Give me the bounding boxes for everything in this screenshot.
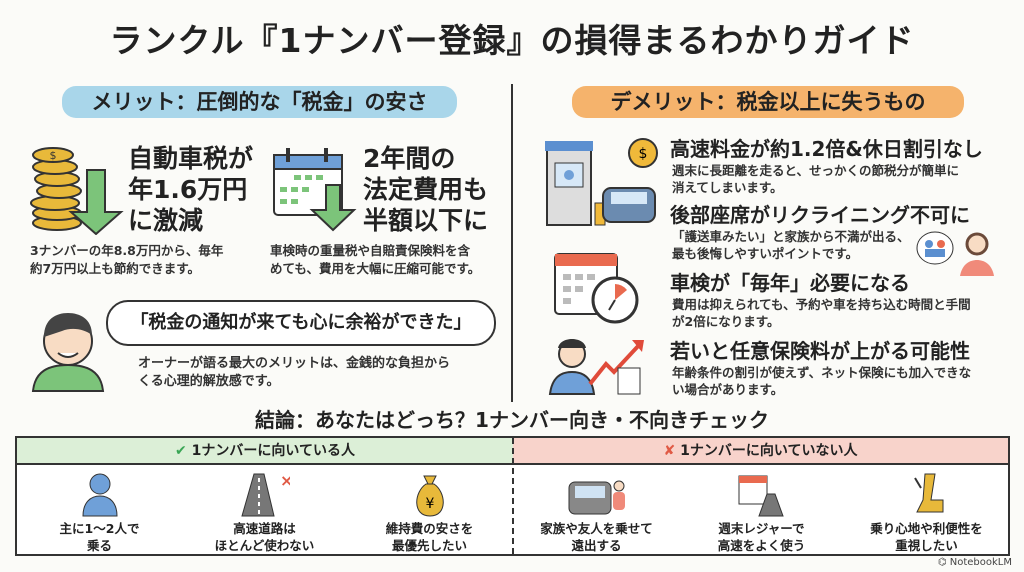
line: 最優先したい (391, 538, 467, 553)
notebooklm-logo-icon: ⌬ (937, 557, 950, 568)
demerit-heading: デメリット：税金以上に失うもの (572, 86, 964, 118)
brand-label: NotebookLM (949, 557, 1012, 568)
line: 「護送車みたい」と家族から不満が出る、 (672, 229, 910, 244)
demerit-title: 車検が「毎年」必要になる (670, 271, 910, 295)
single-person-icon (81, 473, 118, 517)
svg-text:×: × (280, 472, 290, 490)
demerit-title: 後部座席がリクライニング不可に (670, 203, 970, 227)
suited-header-label: 1ナンバーに向いている人 (191, 443, 355, 459)
line: オーナーが語る最大のメリットは、金銭的な負担から (138, 356, 451, 371)
family-car-icon (568, 480, 625, 515)
insurance-rise-icon (548, 339, 644, 395)
demerit-desc: 「護送車みたい」と家族から不満が出る、最も後悔しやすいポイントです。 (672, 228, 917, 262)
line: 消えてしまいます。 (672, 180, 783, 195)
line: 維持費の安さを (385, 521, 474, 536)
dashed-divider (512, 438, 514, 554)
conclusion-title: 結論：あなたはどっち？1ナンバー向き・不向きチェック (255, 408, 769, 432)
line: 車検時の重量税や自賠責保険料を含 (270, 243, 471, 258)
line: い場合があります。 (672, 382, 784, 397)
car-seat-icon (913, 473, 943, 513)
line: 家族や友人を乗せて (540, 521, 653, 536)
quote-caption: オーナーが語る最大のメリットは、金銭的な負担から くる心理的解放感です。 (138, 355, 450, 391)
demerit-title: 若いと任意保険料が上がる可能性 (670, 339, 970, 363)
page-title: ランクル『1ナンバー登録』の損得まるわかりガイド (109, 21, 915, 60)
line: 主に1〜2人で (59, 521, 140, 536)
yen-money-bag-icon: ¥ (415, 475, 444, 517)
unsuited-header: ✘ 1ナンバーに向いていない人 (513, 438, 1008, 465)
line: 高速をよく使う (717, 538, 806, 553)
line: 約7万円以上も節約できます。 (30, 261, 200, 276)
check-icon: ✔ (175, 443, 192, 459)
merit-item1-title: 自動車税が 年1.6万円 に激減 (128, 143, 253, 236)
suited-item: 主に1〜2人で乗る (17, 468, 182, 554)
toll-booth-icon: $ (545, 138, 658, 226)
unsuited-header-label: 1ナンバーに向いていない人 (680, 443, 858, 459)
line: めても、費用を大幅に圧縮可能です。 (270, 261, 481, 276)
line: 週末に長距離を走ると、せっかくの節税分が簡単に (672, 163, 960, 178)
line: 週末レジャーで (718, 521, 805, 536)
family-complaint-icon (916, 231, 994, 276)
unsuited-item: 乗り心地や利便性を重視したい (844, 468, 1009, 554)
cross-icon: ✘ (663, 443, 681, 459)
weekend-highway-icon (738, 475, 784, 517)
unsuited-item: 週末レジャーで高速をよく使う (679, 468, 844, 554)
line: 自動車税が (128, 144, 254, 173)
svg-text:$: $ (639, 146, 648, 162)
line: ほとんど使わない (214, 538, 315, 553)
calendar-stopwatch-icon (554, 253, 639, 324)
line: 半額以下に (363, 206, 489, 235)
line: 法定費用も (363, 175, 489, 204)
line: に激減 (128, 206, 204, 235)
merit-item2-title: 2年間の 法定費用も 半額以下に (363, 143, 488, 236)
smiling-owner-avatar-icon (31, 313, 105, 392)
line: 年1.6万円 (128, 175, 248, 204)
quote-bubble: 「税金の通知が来ても心に余裕ができた」 (106, 300, 496, 346)
line: 乗る (86, 538, 112, 553)
coins-down-icon: $ (30, 147, 124, 235)
line: 2年間の (363, 144, 456, 173)
merit-item1-desc: 3ナンバーの年8.8万円から、毎年 約7万円以上も節約できます。 (30, 242, 223, 278)
line: 高速道路は (233, 521, 296, 536)
merit-item2-desc: 車検時の重量税や自賠責保険料を含 めても、費用を大幅に圧縮可能です。 (270, 242, 480, 278)
line: が2倍になります。 (672, 314, 780, 329)
line: 遠出する (571, 538, 622, 553)
unsuited-item: 家族や友人を乗せて遠出する (514, 468, 679, 554)
line: 費用は抑えられても、予約や車を持ち込む時間と手間 (672, 297, 971, 312)
line: くる心理的解放感です。 (138, 374, 280, 389)
demerit-title: 高速料金が約1.2倍&休日割引なし (670, 137, 983, 161)
suited-header: ✔ 1ナンバーに向いている人 (17, 438, 513, 465)
calendar-down-icon (273, 148, 357, 232)
demerit-desc: 週末に長距離を走ると、せっかくの節税分が簡単に消えてしまいます。 (672, 162, 972, 196)
suited-item: × 高速道路はほとんど使わない (182, 468, 347, 554)
demerit-desc: 年齢条件の割引が使えず、ネット保険にも加入できない場合があります。 (672, 364, 972, 398)
line: 年齢条件の割引が使えず、ネット保険にも加入できな (672, 365, 972, 380)
svg-text:$: $ (50, 149, 57, 162)
notebooklm-brand: ⌬ NotebookLM (938, 557, 1012, 568)
line: 乗り心地や利便性を (870, 521, 983, 536)
divider (511, 84, 513, 402)
suited-item: ¥ 維持費の安さを最優先したい (347, 468, 512, 554)
svg-text:¥: ¥ (425, 496, 434, 512)
check-table: ✔ 1ナンバーに向いている人 ✘ 1ナンバーに向いていない人 主に1〜2人で乗る… (15, 436, 1010, 556)
line: 3ナンバーの年8.8万円から、毎年 (30, 243, 224, 258)
line: 重視したい (895, 538, 958, 553)
highway-crossed-icon: × (240, 472, 290, 517)
demerit-desc: 費用は抑えられても、予約や車を持ち込む時間と手間が2倍になります。 (672, 296, 972, 330)
merit-heading: メリット：圧倒的な「税金」の安さ (62, 86, 457, 118)
line: 最も後悔しやすいポイントです。 (672, 246, 859, 261)
